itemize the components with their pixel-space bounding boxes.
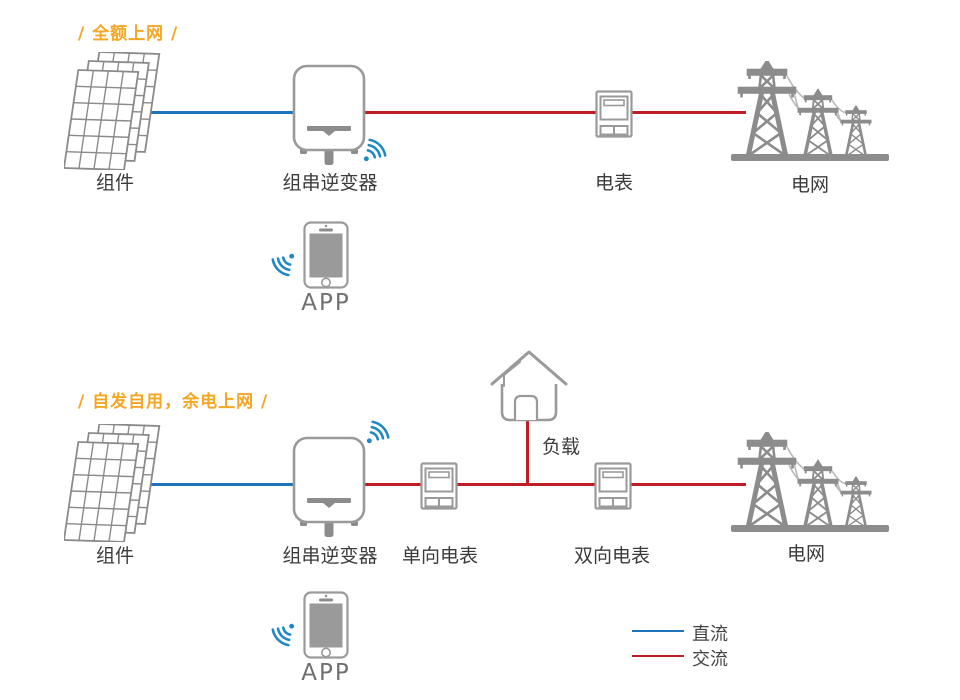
phone-icon bbox=[303, 221, 349, 289]
app-label: APP bbox=[301, 660, 351, 686]
pv-array-icon bbox=[64, 52, 162, 170]
meter-icon bbox=[595, 90, 633, 138]
grid-towers-icon bbox=[731, 432, 889, 535]
phone-icon bbox=[303, 591, 349, 659]
legend-ac-swatch bbox=[632, 655, 684, 657]
two-way-meter-label: 双向电表 bbox=[573, 545, 650, 567]
scenario-bottom-title: / 自发自用，余电上网 / bbox=[78, 392, 269, 412]
string-inverter-label: 组串逆变器 bbox=[282, 545, 378, 567]
grid-towers-icon bbox=[731, 61, 889, 164]
ac-line-load bbox=[526, 418, 529, 486]
scenario-top-title: / 全额上网 / bbox=[78, 24, 179, 44]
two-way-meter-icon bbox=[594, 462, 632, 510]
ac-line-top bbox=[364, 111, 746, 114]
grid-label: 电网 bbox=[786, 543, 825, 565]
string-inverter-label: 组串逆变器 bbox=[282, 172, 378, 194]
string-inverter-icon bbox=[292, 64, 368, 166]
app-label: APP bbox=[301, 290, 351, 316]
dc-line-top bbox=[150, 111, 298, 114]
legend-ac-label: 交流 bbox=[692, 649, 728, 670]
legend-dc-label: 直流 bbox=[692, 624, 728, 645]
one-way-meter-label: 单向电表 bbox=[401, 545, 478, 567]
legend-dc-swatch bbox=[632, 630, 684, 632]
house-load-icon bbox=[488, 348, 570, 424]
ac-line-bottom bbox=[364, 483, 746, 486]
wifi-icon bbox=[364, 412, 396, 444]
wifi-icon bbox=[265, 253, 297, 285]
pv-array-icon bbox=[64, 424, 162, 542]
pv-array-label: 组件 bbox=[95, 172, 134, 194]
one-way-meter-icon bbox=[420, 462, 458, 510]
wifi-icon bbox=[361, 130, 393, 162]
pv-array-label: 组件 bbox=[95, 545, 134, 567]
grid-label: 电网 bbox=[790, 174, 829, 196]
wifi-icon bbox=[265, 623, 297, 655]
load-label: 负载 bbox=[542, 436, 581, 458]
meter-label: 电表 bbox=[594, 172, 633, 194]
string-inverter-icon bbox=[292, 436, 368, 538]
dc-line-bottom bbox=[150, 483, 298, 486]
